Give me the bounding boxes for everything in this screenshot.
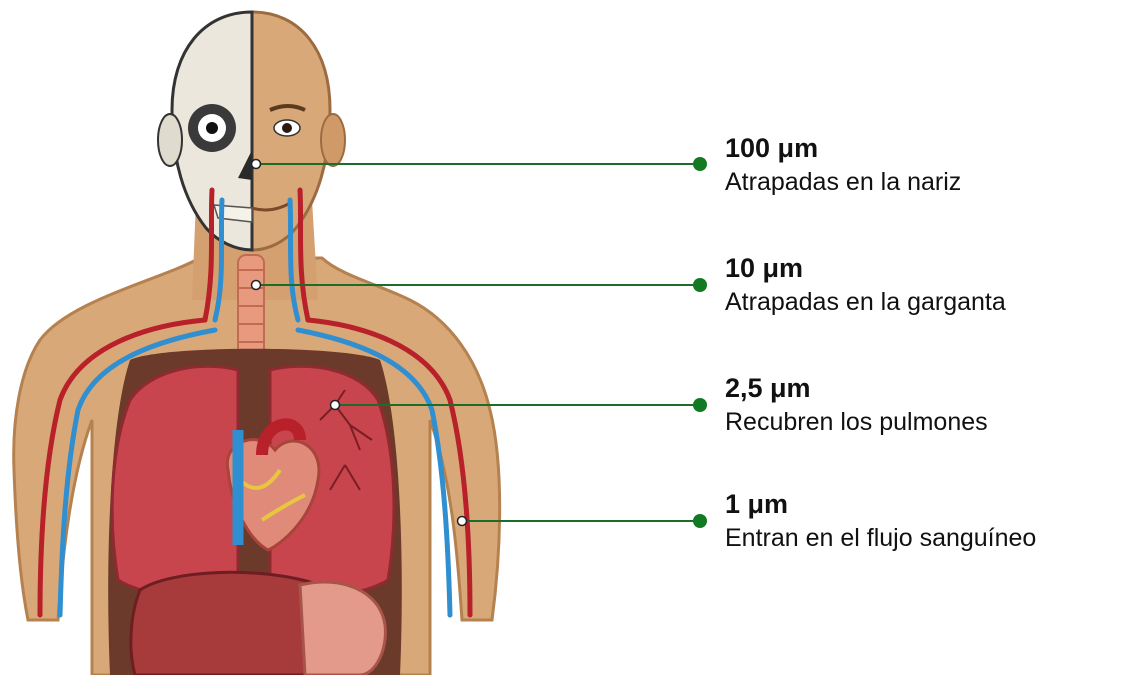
target-marker [331, 401, 340, 410]
label-dot [693, 278, 707, 292]
target-marker [252, 281, 261, 290]
label-dot [693, 514, 707, 528]
particle-size: 100 μm [725, 133, 818, 163]
label-dot [693, 398, 707, 412]
particle-description: Recubren los pulmones [725, 408, 988, 436]
liver [131, 572, 325, 675]
target-marker [252, 160, 261, 169]
annotation-100um: 100 μm Atrapadas en la nariz [252, 133, 962, 196]
ear-right [321, 114, 345, 166]
particle-description: Atrapadas en la garganta [725, 288, 1006, 316]
particle-description: Entran en el flujo sanguíneo [725, 524, 1036, 552]
particle-size: 10 μm [725, 253, 803, 283]
ear-left [158, 114, 182, 166]
face-pupil [282, 123, 292, 133]
skull-pupil [206, 122, 218, 134]
particle-size: 2,5 μm [725, 373, 811, 403]
human-anatomy-illustration [14, 12, 500, 675]
label-dot [693, 157, 707, 171]
lung-left [112, 366, 238, 595]
annotation-1um: 1 μm Entran en el flujo sanguíneo [458, 489, 1037, 552]
particle-size: 1 μm [725, 489, 788, 519]
particle-description: Atrapadas en la nariz [725, 168, 961, 196]
target-marker [458, 517, 467, 526]
